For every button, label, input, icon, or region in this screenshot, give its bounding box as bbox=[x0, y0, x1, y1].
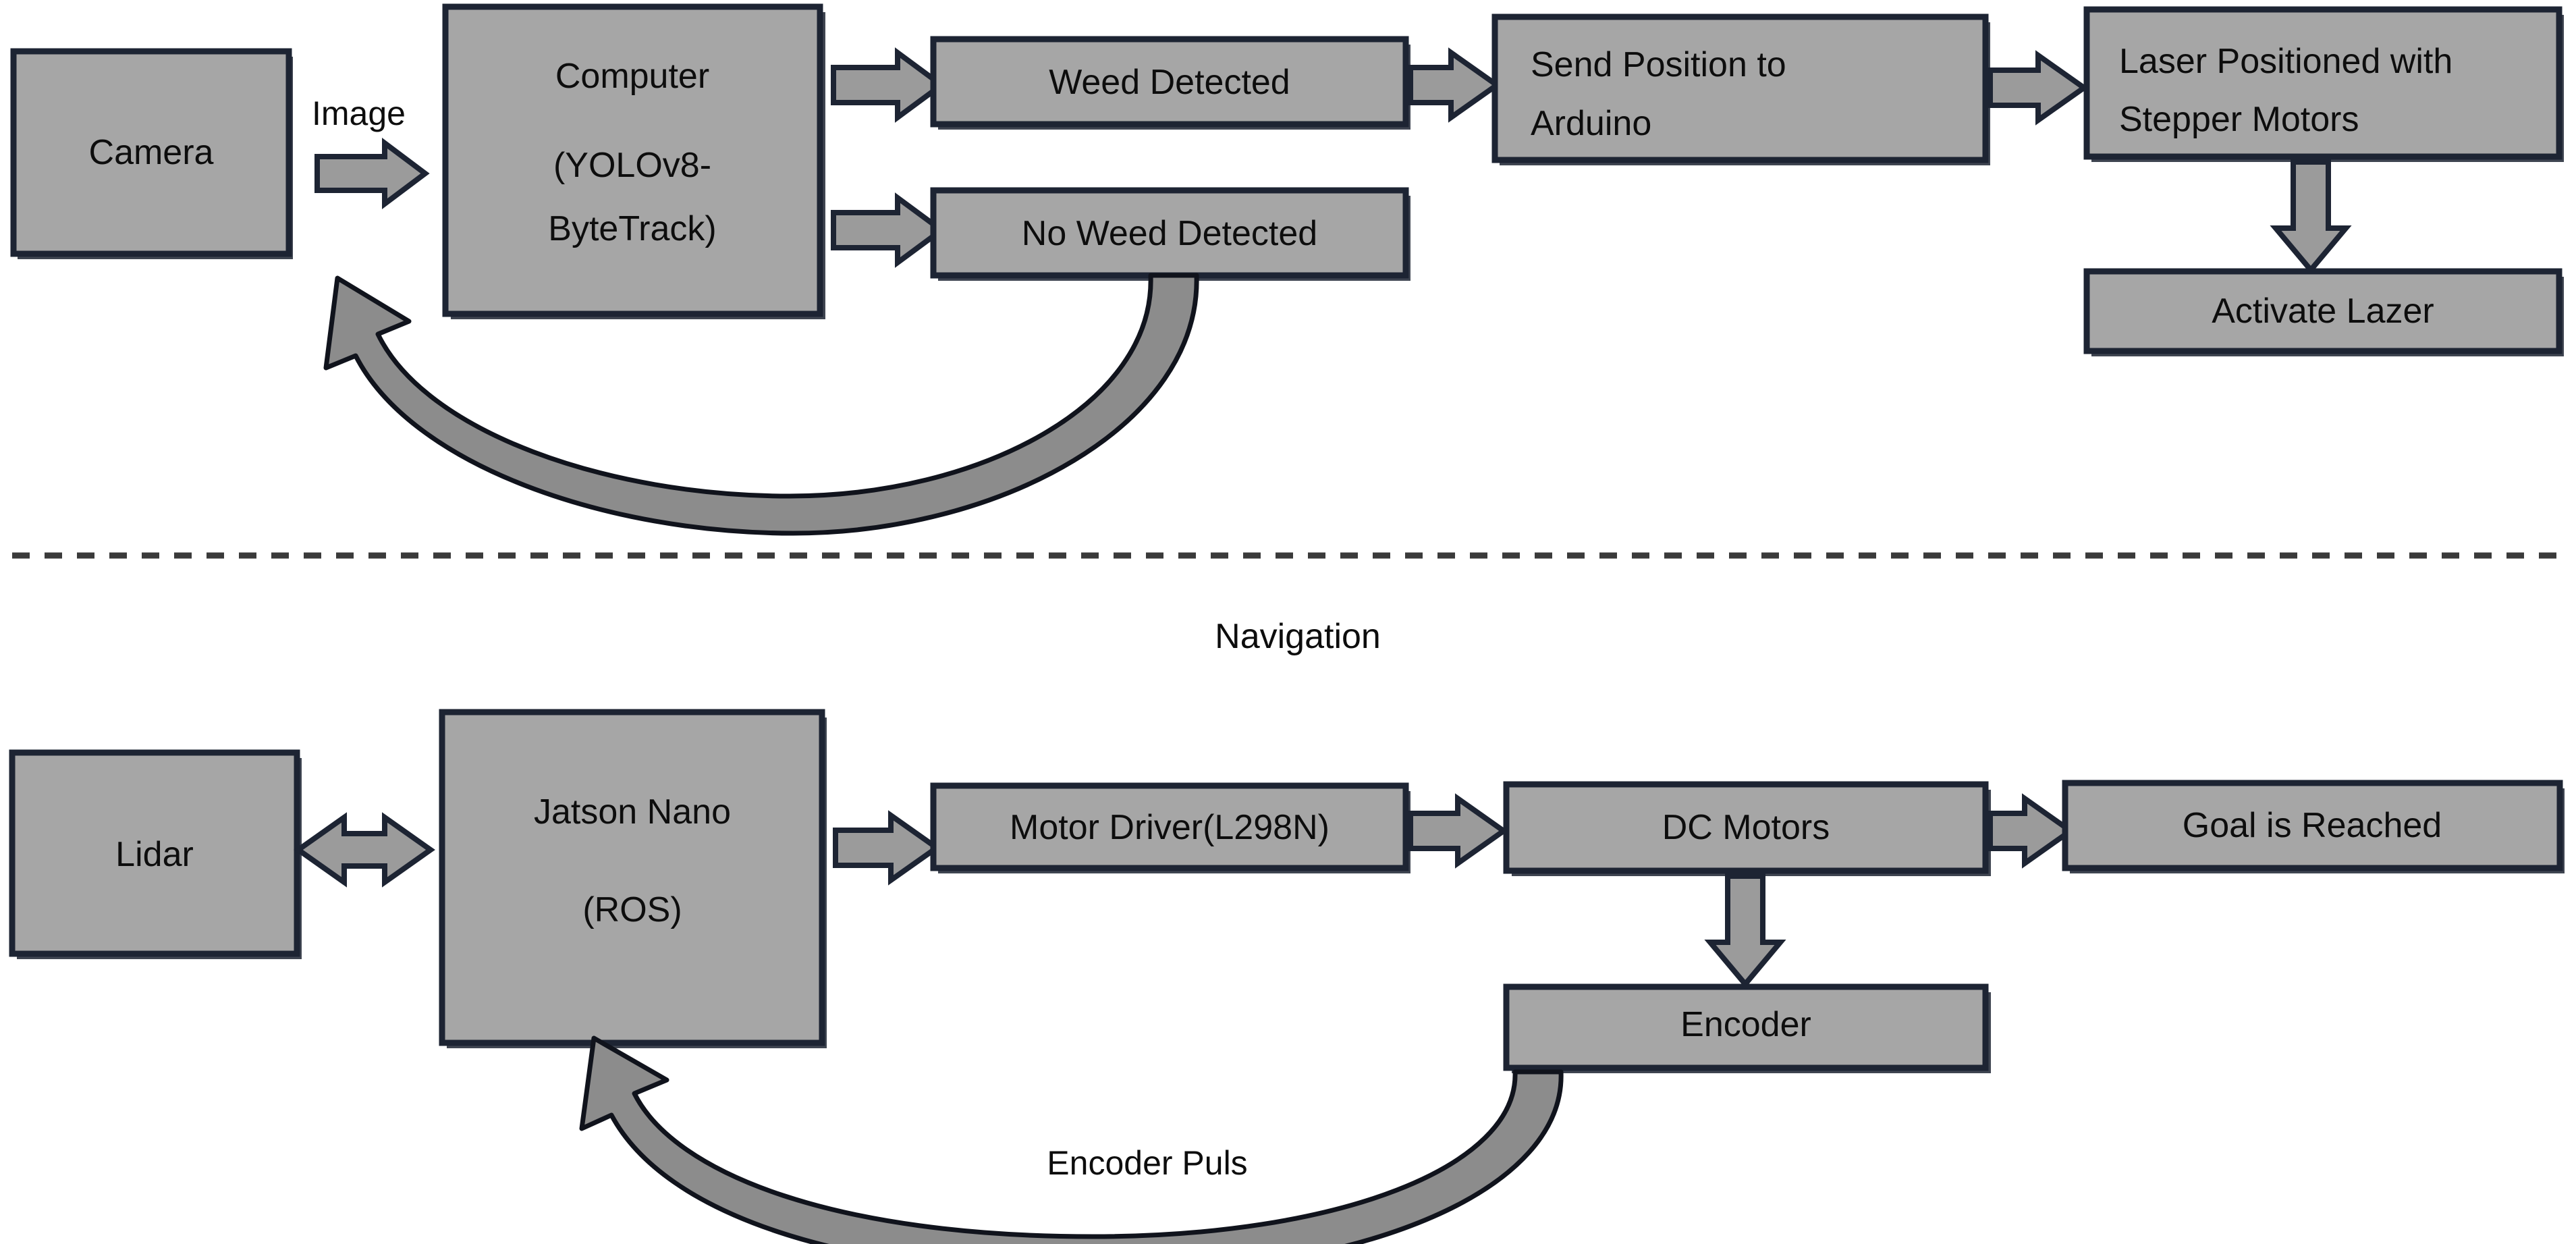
arrow-lidar-jatson-bidirectional bbox=[294, 812, 435, 888]
arrow-weed-detected-to-send-position bbox=[1408, 47, 1502, 123]
arrow-motor-driver-to-dc-motors bbox=[1408, 793, 1508, 869]
arrow-jatson-to-motor-driver bbox=[833, 810, 941, 886]
arrow-send-position-to-laser bbox=[1988, 50, 2089, 126]
curved-arrow-no-weed-feedback bbox=[323, 273, 1199, 536]
edge-label-image: Image bbox=[312, 94, 406, 132]
node-computer[interactable]: Computer (YOLOv8- ByteTrack) bbox=[442, 3, 825, 319]
node-camera[interactable]: Camera bbox=[10, 48, 293, 259]
node-send-position-label-line2: Arduino bbox=[1531, 104, 1651, 143]
arrow-camera-to-computer bbox=[314, 138, 430, 209]
node-camera-label: Camera bbox=[89, 133, 214, 172]
node-encoder[interactable]: Encoder bbox=[1503, 983, 1991, 1073]
node-lidar-label: Lidar bbox=[115, 835, 194, 874]
node-dc-motors[interactable]: DC Motors bbox=[1503, 781, 1991, 876]
arrow-computer-to-weed-detected bbox=[831, 47, 946, 123]
node-jatson-nano[interactable]: Jatson Nano (ROS) bbox=[439, 709, 827, 1048]
node-computer-label-line3: ByteTrack) bbox=[548, 209, 716, 248]
node-jatson-nano-label-line1: Jatson Nano bbox=[534, 792, 731, 832]
node-no-weed-detected[interactable]: No Weed Detected bbox=[930, 187, 1410, 281]
node-encoder-label: Encoder bbox=[1680, 1005, 1811, 1044]
edge-label-encoder-puls: Encoder Puls bbox=[1047, 1144, 1247, 1182]
node-laser-positioned-label-line1: Laser Positioned with bbox=[2119, 42, 2452, 81]
node-weed-detected-label: Weed Detected bbox=[1049, 63, 1290, 102]
node-lidar[interactable]: Lidar bbox=[9, 749, 302, 959]
curved-arrow-encoder-feedback bbox=[579, 1035, 1564, 1244]
node-computer-label-line1: Computer bbox=[555, 57, 709, 96]
node-jatson-nano-label-line2: (ROS) bbox=[582, 890, 682, 929]
node-activate-lazer-label: Activate Lazer bbox=[2212, 292, 2434, 331]
node-motor-driver-label: Motor Driver(L298N) bbox=[1010, 808, 1330, 847]
node-laser-positioned[interactable]: Laser Positioned with Stepper Motors bbox=[2083, 6, 2564, 162]
node-computer-label-line2: (YOLOv8- bbox=[553, 146, 711, 185]
node-motor-driver[interactable]: Motor Driver(L298N) bbox=[930, 782, 1410, 873]
arrow-dc-motors-to-goal bbox=[1988, 793, 2075, 869]
node-send-position-label-line1: Send Position to bbox=[1531, 45, 1786, 84]
node-laser-positioned-label-line2: Stepper Motors bbox=[2119, 100, 2359, 139]
section-label-navigation: Navigation bbox=[1215, 617, 1381, 656]
node-no-weed-detected-label: No Weed Detected bbox=[1022, 214, 1317, 253]
node-weed-detected[interactable]: Weed Detected bbox=[930, 36, 1410, 130]
node-send-position-to-arduino[interactable]: Send Position to Arduino bbox=[1491, 13, 1990, 165]
arrow-computer-to-no-weed-detected bbox=[831, 192, 946, 268]
arrow-dc-motors-to-encoder bbox=[1704, 873, 1786, 989]
node-goal-is-reached[interactable]: Goal is Reached bbox=[2062, 780, 2565, 873]
arrow-laser-to-activate-lazer bbox=[2270, 159, 2352, 275]
node-activate-lazer[interactable]: Activate Lazer bbox=[2083, 268, 2564, 356]
node-dc-motors-label: DC Motors bbox=[1662, 808, 1830, 847]
node-goal-is-reached-label: Goal is Reached bbox=[2183, 806, 2442, 845]
